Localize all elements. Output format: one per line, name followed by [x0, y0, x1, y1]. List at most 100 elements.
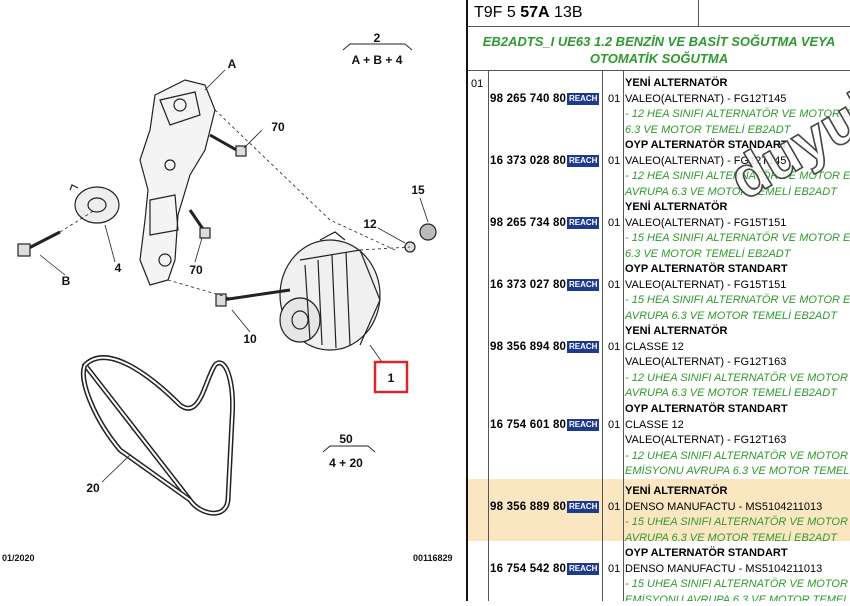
part-description: YENİ ALTERNATÖR DENSO MANUFACTU - MS51042…	[625, 484, 848, 546]
part-detail-line: DENSO MANUFACTU - MS5104211013	[625, 500, 823, 513]
callout-70-lower: 70	[189, 263, 203, 277]
part-title: YENİ ALTERNATÖR	[625, 485, 728, 497]
part-number[interactable]: 98 356 894 80	[490, 341, 567, 353]
callout-20: 20	[86, 481, 100, 495]
catalog-header: T9F 5 57A 13B	[468, 0, 850, 27]
col-divider-3	[623, 71, 624, 601]
part-applicability-line: - 12 UHEA SINIFI ALTERNATÖR VE MOTOR	[625, 371, 848, 384]
callout-4: 4	[115, 261, 122, 275]
reach-badge: REACH	[567, 217, 600, 229]
part-number[interactable]: 16 373 027 80	[490, 279, 567, 291]
engine-line-2: OTOMATİK SOĞUTMA	[589, 51, 729, 66]
part-applicability-line: 6.3 VE MOTOR TEMELİ EB2ADT	[625, 123, 791, 136]
engine-description: EB2ADTS_I UE63 1.2 BENZİN VE BASİT SOĞUT…	[468, 27, 850, 71]
part-applicability-line: AVRUPA 6.3 VE MOTOR TEMELİ EB2ADT	[625, 309, 837, 322]
part-number[interactable]: 98 265 734 80	[490, 217, 567, 229]
part-detail-line: DENSO MANUFACTU - MS5104211013	[625, 562, 823, 575]
diagram-ref-number: 00116829	[413, 553, 453, 563]
part-applicability-line: - 15 HEA SINIFI ALTERNATÖR VE MOTOR E	[625, 232, 850, 244]
quantity: 01	[608, 501, 621, 513]
part-detail-line: VALEO(ALTERNAT) - FG12T145	[625, 92, 787, 105]
reach-badge: REACH	[567, 341, 600, 353]
callout-b: B	[62, 274, 71, 288]
part-applicability-line: EMİSYONU AVRUPA 6.3 VE MOTOR TEMEL	[625, 465, 850, 477]
parts-panel: T9F 5 57A 13B EB2ADTS_I UE63 1.2 BENZİN …	[468, 0, 850, 601]
part-detail-line: VALEO(ALTERNAT) - FG15T151	[625, 216, 787, 229]
part-description: OYP ALTERNATÖR STANDART DENSO MANUFACTU -…	[625, 546, 849, 601]
diagram-svg: 2 A + B + 4 A 70 15 12 4 B 70 10 1 50 4 …	[2, 31, 453, 563]
quantity: 01	[608, 279, 621, 291]
part-title: OYP ALTERNATÖR STANDART	[625, 547, 788, 559]
part-detail-line: CLASSE 12	[625, 340, 684, 353]
part-number[interactable]: 16 373 028 80	[490, 155, 567, 167]
quantity: 01	[608, 341, 621, 353]
callout-4-20: 4 + 20	[329, 456, 363, 470]
part-applicability-line: EMİSYONU AVRUPA 6.3 VE MOTOR TEMEL	[625, 593, 850, 602]
part-number[interactable]: 98 265 740 80	[490, 93, 567, 105]
reach-badge: REACH	[567, 419, 600, 431]
callout-70-top: 70	[271, 120, 285, 134]
part-applicability-line: - 15 UHEA SINIFI ALTERNATÖR VE MOTOR	[625, 516, 848, 528]
part-detail-line: CLASSE 12	[625, 418, 684, 431]
segment-number: 01	[471, 78, 484, 90]
part-title: OYP ALTERNATÖR STANDART	[625, 403, 788, 415]
part-description: YENİ ALTERNATÖR VALEO(ALTERNAT) - FG15T15…	[625, 200, 850, 262]
part-title: YENİ ALTERNATÖR	[625, 325, 728, 337]
col-divider-2	[602, 71, 603, 601]
highlight-box-part-1	[373, 360, 409, 394]
quantity: 01	[608, 419, 621, 431]
reach-badge: REACH	[567, 93, 600, 105]
callout-a-b-4: A + B + 4	[352, 53, 403, 67]
header-empty-cell	[699, 0, 850, 26]
part-description: OYP ALTERNATÖR STANDART VALEO(ALTERNAT) -…	[625, 262, 850, 324]
tensioner-pulley	[74, 186, 120, 224]
part-number[interactable]: 16 754 601 80	[490, 419, 567, 431]
catalog-code-suffix: 13B	[549, 4, 583, 21]
catalog-code-prefix: T9F 5	[474, 4, 521, 21]
callout-10: 10	[243, 332, 257, 346]
part-number[interactable]: 98 356 889 80	[490, 501, 567, 513]
part-applicability-line: AVRUPA 6.3 VE MOTOR TEMELİ EB2ADT	[625, 387, 837, 399]
part-applicability-line: - 12 HEA SINIFI ALTERNATÖR VE MOTOR E	[625, 108, 850, 120]
callout-2: 2	[374, 31, 381, 45]
part-description: OYP ALTERNATÖR STANDART CLASSE 12 VALEO(AL…	[625, 402, 849, 480]
callout-1: 1	[388, 371, 395, 385]
part-applicability-line: - 15 HEA SINIFI ALTERNATÖR VE MOTOR E	[625, 294, 850, 306]
part-detail-line: VALEO(ALTERNAT) - FG15T151	[625, 278, 787, 291]
part-applicability-line: - 12 HEA SINIFI ALTERNATÖR VE MOTOR E	[625, 170, 850, 182]
part-applicability-line: - 12 UHEA SINIFI ALTERNATÖR VE MOTOR	[625, 449, 848, 462]
quantity: 01	[608, 93, 621, 105]
part-detail-line: VALEO(ALTERNAT) - FG12T163	[625, 356, 787, 368]
quantity: 01	[608, 563, 621, 575]
part-title: OYP ALTERNATÖR STANDART	[625, 263, 788, 275]
quantity: 01	[608, 217, 621, 229]
reach-badge: REACH	[567, 563, 600, 575]
part-description: YENİ ALTERNATÖR CLASSE 12 VALEO(ALTERNAT) …	[625, 324, 848, 402]
quantity: 01	[608, 155, 621, 167]
part-applicability-line: 6.3 VE MOTOR TEMELİ EB2ADT	[625, 247, 791, 260]
diagram-date: 01/2020	[2, 553, 35, 563]
catalog-code-bold: 57A	[520, 4, 550, 21]
engine-line-1: EB2ADTS_I UE63 1.2 BENZİN VE BASİT SOĞUT…	[482, 34, 836, 49]
part-detail-line: VALEO(ALTERNAT) - FG12T145	[625, 154, 787, 167]
part-title: YENİ ALTERNATÖR	[625, 77, 728, 89]
reach-badge: REACH	[567, 155, 600, 167]
part-title: YENİ ALTERNATÖR	[625, 201, 728, 213]
part-applicability-line: AVRUPA 6.3 VE MOTOR TEMELİ EB2ADT	[625, 185, 837, 198]
highlight-row-bg	[468, 479, 850, 541]
panel-divider	[466, 0, 468, 601]
exploded-parts-diagram: 2 A + B + 4 A 70 15 12 4 B 70 10 1 50 4 …	[2, 31, 453, 563]
part-detail-line: VALEO(ALTERNAT) - FG12T163	[625, 434, 787, 446]
part-applicability-line: - 15 UHEA SINIFI ALTERNATÖR VE MOTOR	[625, 578, 848, 590]
callout-15: 15	[411, 183, 425, 197]
part-number[interactable]: 16 754 542 80	[490, 563, 567, 575]
part-description: YENİ ALTERNATÖR VALEO(ALTERNAT) - FG12T14…	[625, 76, 850, 138]
col-divider-1	[488, 71, 489, 601]
reach-badge: REACH	[567, 279, 600, 291]
catalog-code: T9F 5 57A 13B	[468, 0, 699, 26]
callout-12: 12	[363, 217, 377, 231]
reach-badge: REACH	[567, 501, 600, 513]
callout-50: 50	[339, 432, 353, 446]
